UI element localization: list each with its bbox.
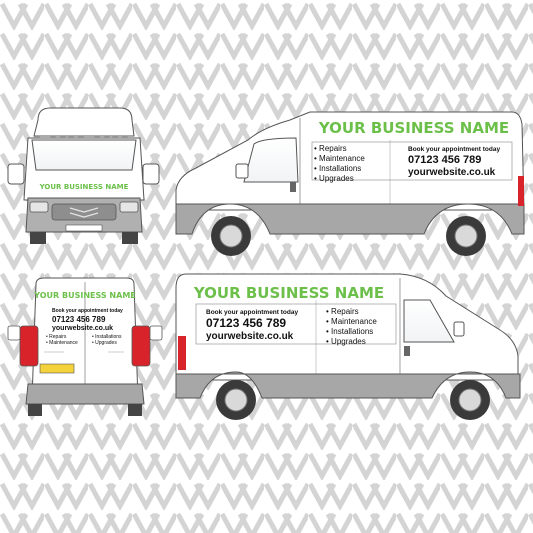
- side-left-mirror: [453, 321, 465, 337]
- front-left-headlight: [29, 201, 49, 213]
- side-right-phone: 07123 456 789: [408, 154, 481, 166]
- rear-left-light: [19, 325, 39, 367]
- side-right-door-handle: [290, 182, 296, 192]
- front-left-tyre: [30, 232, 46, 244]
- rear-business-name: YOUR BUSINESS NAME: [33, 291, 136, 300]
- rear-phone: 07123 456 789: [52, 315, 106, 324]
- rear-bumper: [25, 383, 145, 405]
- side-left-business-name: YOUR BUSINESS NAME: [193, 284, 384, 302]
- side-right-front-hub: [219, 224, 243, 248]
- side-right-tagline: Book your appointment today: [408, 146, 500, 153]
- rear-service-4: • Upgrades: [92, 340, 117, 346]
- side-left-body: [175, 273, 519, 381]
- rear-service-2: • Maintenance: [46, 340, 78, 346]
- side-right-lower-trim: [175, 203, 525, 235]
- side-right-website: yourwebsite.co.uk: [408, 167, 496, 178]
- van-front-view: YOUR BUSINESS NAME: [7, 107, 160, 244]
- side-left-service-1: • Repairs: [326, 307, 359, 316]
- side-left-rear-hub: [224, 388, 248, 412]
- side-right-info-panel: [311, 141, 513, 181]
- rear-website: yourwebsite.co.uk: [52, 325, 113, 332]
- front-roof: [33, 107, 135, 137]
- van-side-view-left: YOUR BUSINESS NAME Book your appointment…: [175, 273, 521, 420]
- side-right-body: [175, 111, 525, 211]
- rear-service-1: • Repairs: [46, 334, 67, 340]
- van-side-view-right: YOUR BUSINESS NAME • Repairs • Maintenan…: [175, 111, 525, 256]
- side-left-front-hub: [458, 388, 482, 412]
- rear-left-mirror: [7, 325, 21, 341]
- front-business-name: YOUR BUSINESS NAME: [39, 183, 129, 191]
- front-right-headlight: [119, 201, 139, 213]
- front-left-mirror: [7, 163, 25, 185]
- side-left-tagline: Book your appointment today: [206, 309, 298, 316]
- side-right-rear-light: [518, 176, 524, 206]
- side-right-mirror: [235, 163, 249, 179]
- rear-service-3: • Installations: [92, 334, 122, 340]
- side-left-website: yourwebsite.co.uk: [206, 331, 294, 342]
- side-left-info-panel: [195, 303, 397, 345]
- side-left-cab-window: [403, 299, 455, 343]
- side-right-service-4: • Upgrades: [314, 174, 354, 183]
- side-left-service-2: • Maintenance: [326, 317, 377, 326]
- rear-left-tyre: [28, 404, 42, 416]
- side-left-rear-light: [178, 336, 186, 370]
- rear-right-mirror: [149, 325, 163, 341]
- rear-right-light: [131, 325, 151, 367]
- front-number-plate: [65, 224, 103, 232]
- side-left-service-4: • Upgrades: [326, 337, 366, 346]
- rear-tagline: Book your appointment today: [52, 308, 123, 314]
- side-right-service-1: • Repairs: [314, 144, 347, 153]
- side-right-rear-hub: [454, 224, 478, 248]
- side-right-business-name: YOUR BUSINESS NAME: [318, 119, 509, 137]
- side-left-service-3: • Installations: [326, 327, 373, 336]
- side-left-lower-trim: [175, 371, 521, 399]
- side-right-cab-window: [243, 137, 299, 183]
- front-right-mirror: [142, 163, 160, 185]
- van-rear-view: YOUR BUSINESS NAME Book your appointment…: [7, 277, 163, 416]
- side-right-service-2: • Maintenance: [314, 154, 365, 163]
- side-left-phone: 07123 456 789: [206, 316, 286, 330]
- side-left-door-handle: [404, 346, 410, 356]
- rear-right-tyre: [128, 404, 142, 416]
- chevron-badge-icon: [69, 207, 99, 218]
- rear-number-plate: [39, 363, 75, 374]
- side-right-service-3: • Installations: [314, 164, 361, 173]
- front-windscreen: [31, 139, 137, 171]
- front-right-tyre: [122, 232, 138, 244]
